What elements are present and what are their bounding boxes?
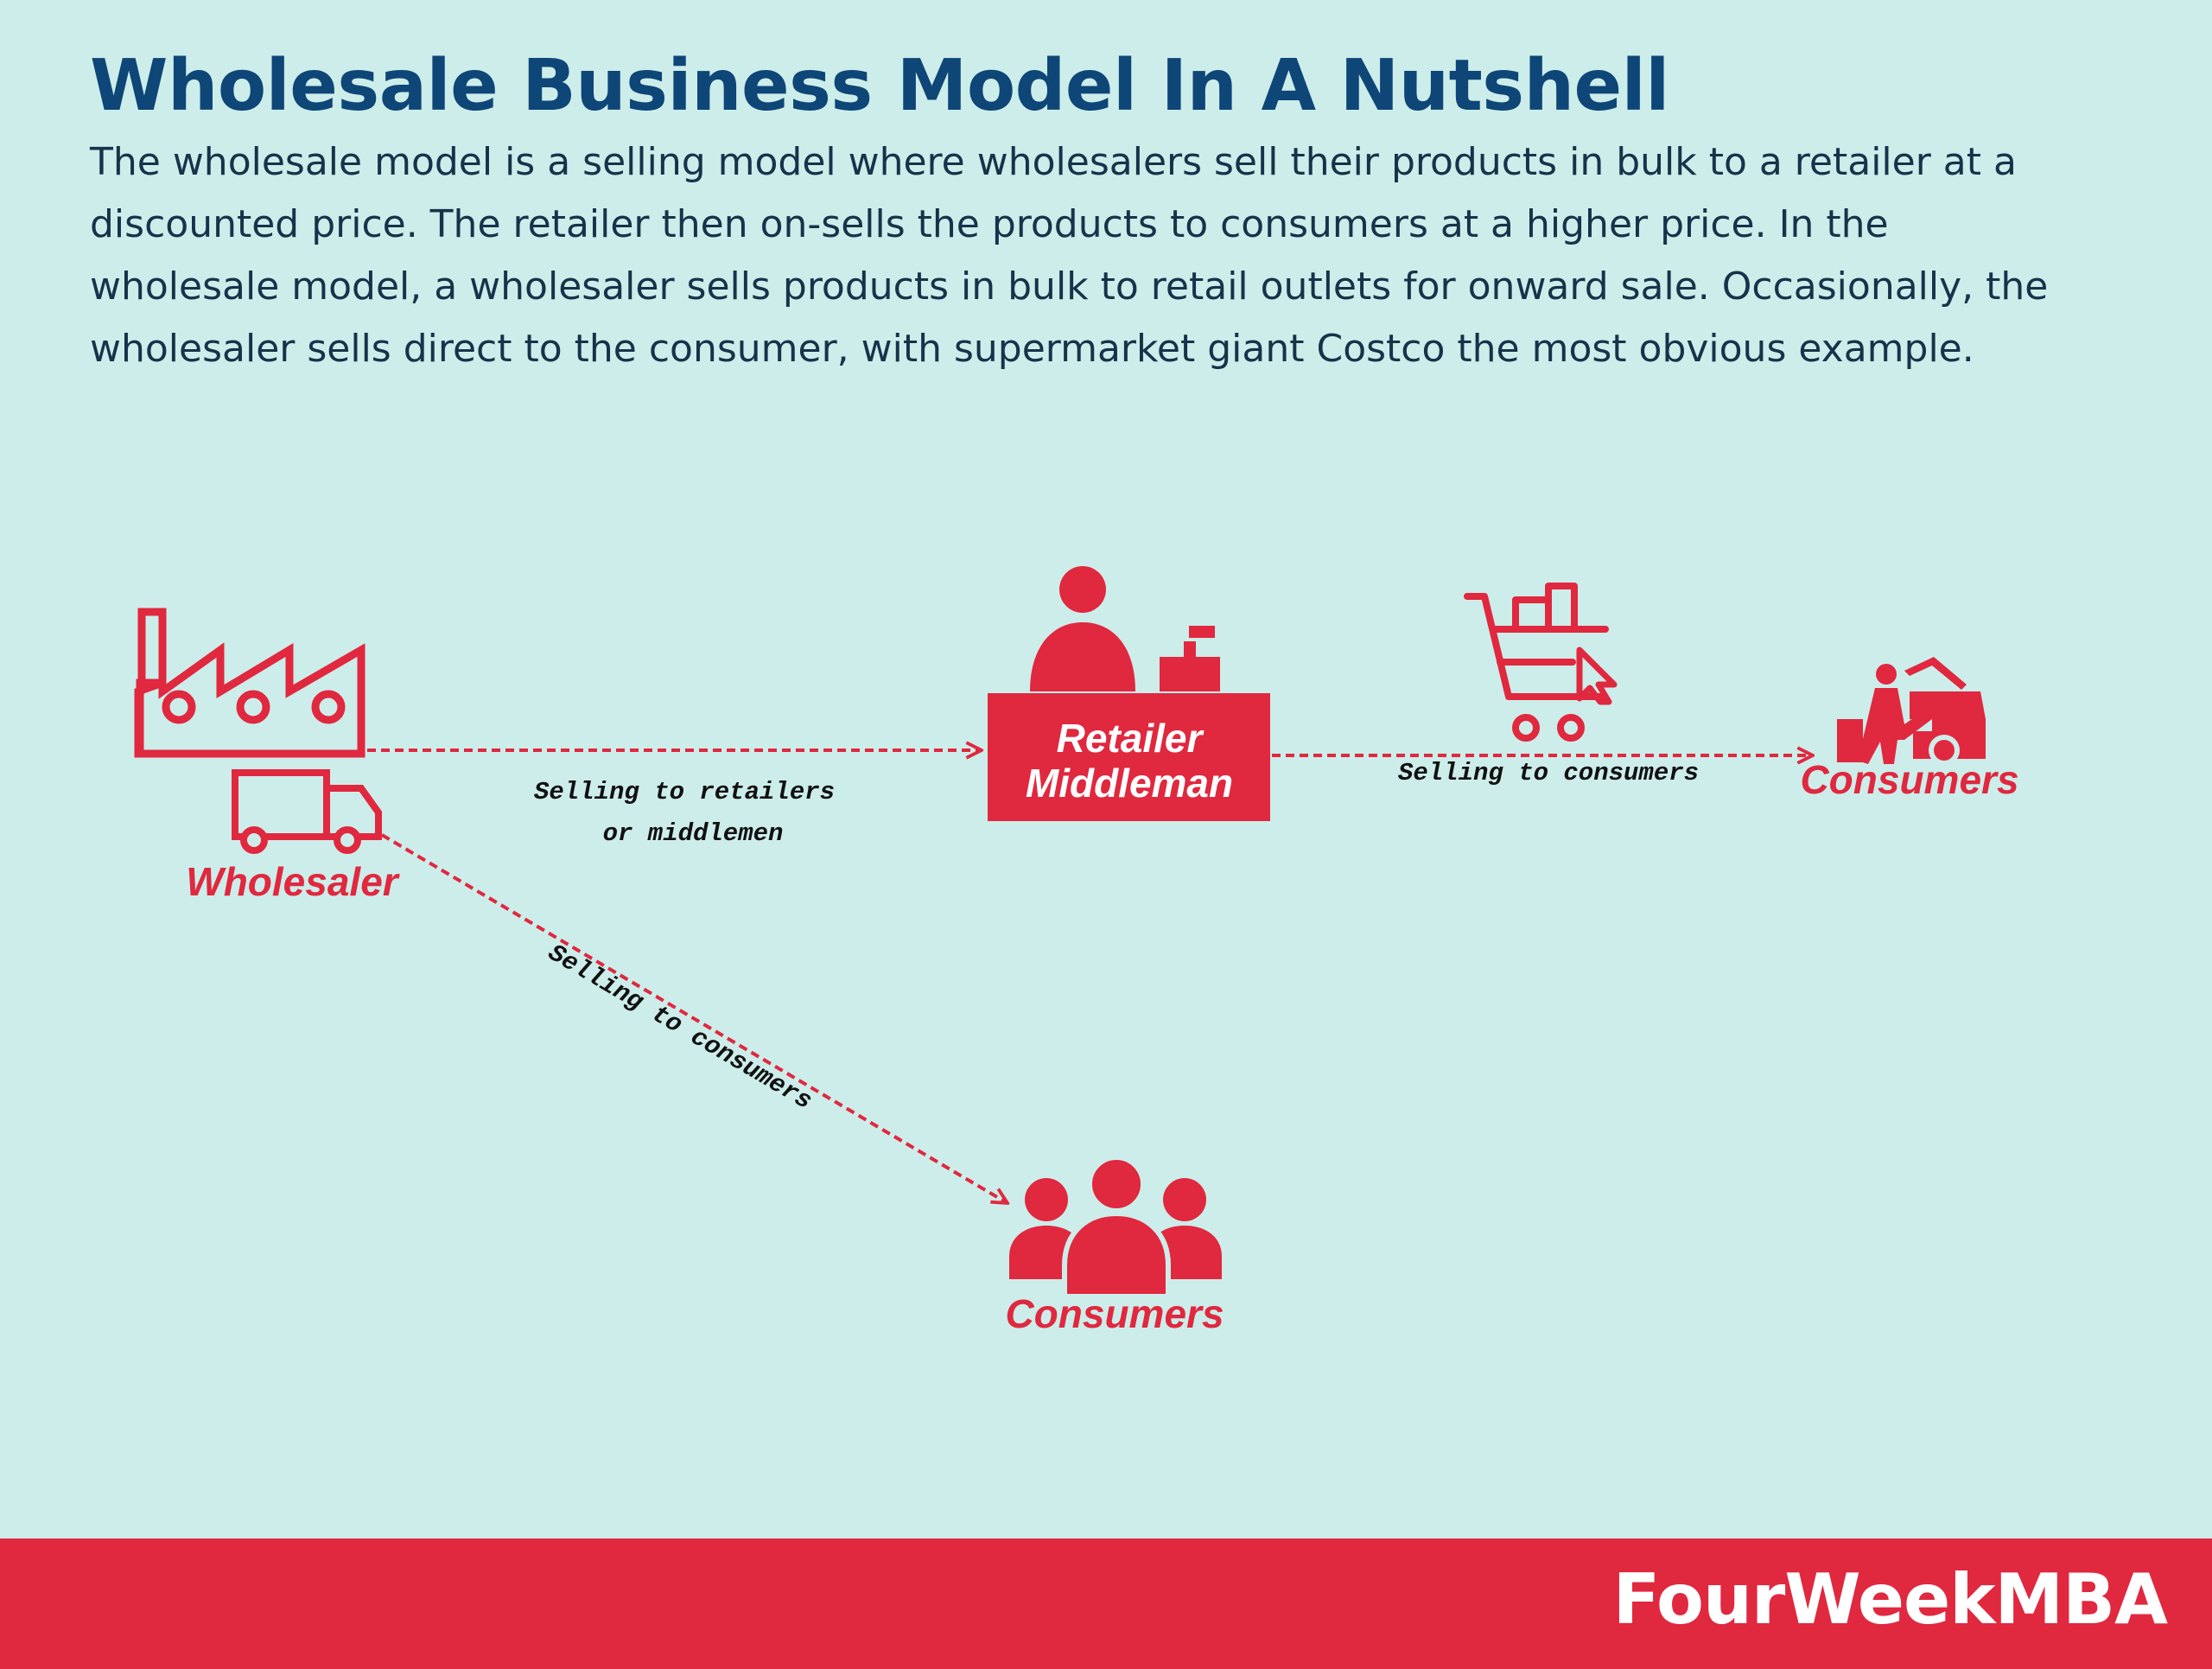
footer-bar: FourWeekMBA [0, 1538, 2212, 1669]
edge-to-retailers-label-2: or middlemen [603, 819, 784, 848]
page-description: The wholesale model is a selling model w… [90, 140, 2049, 371]
edge-to-retailers-label-1: Selling to retailers [534, 778, 835, 806]
wholesale-diagram: Wholesaler Selling to retailers or middl… [134, 566, 2019, 1336]
consumers-retail-label: Consumers [1800, 757, 2018, 802]
shopping-cart-icon [1464, 583, 1618, 742]
edge-retail-to-consumers-label: Selling to consumers [1398, 759, 1699, 787]
people-group-icon [1009, 1155, 1222, 1299]
retailer-label-1: Retailer [1057, 716, 1205, 761]
factory-icon [134, 608, 365, 758]
brand-logo: FourWeekMBA [1612, 1559, 2168, 1640]
loading-car-icon [1837, 657, 1986, 766]
consumers-direct-label: Consumers [1005, 1291, 1224, 1336]
cash-register-icon [1160, 626, 1220, 691]
retailer-box [988, 693, 1270, 821]
wholesaler-label: Wholesaler [186, 859, 400, 904]
edge-direct-to-consumers-label: Selling to consumers [543, 939, 817, 1116]
delivery-truck-icon [232, 769, 382, 854]
shopkeeper-icon [1030, 566, 1135, 691]
retailer-label-2: Middleman [1026, 761, 1233, 806]
edge-direct-to-consumers [380, 833, 1007, 1203]
page-title: Wholesale Business Model In A Nutshell [90, 45, 1669, 127]
